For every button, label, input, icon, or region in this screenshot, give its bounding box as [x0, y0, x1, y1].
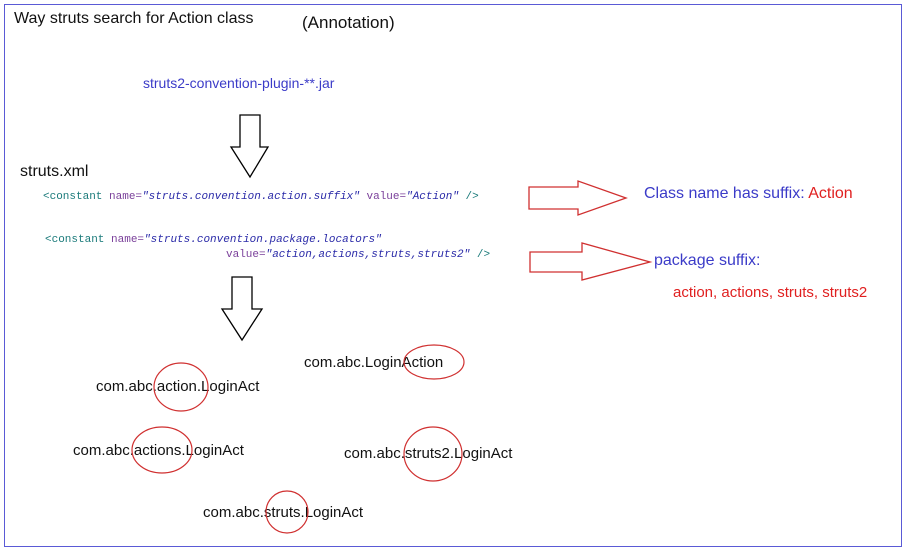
constant-2-tag-open: <constant	[45, 234, 105, 246]
constant-2-name-value: "struts.convention.package.locators"	[144, 234, 382, 246]
constant-line-2b: value="action,actions,struts,struts2" />	[226, 250, 490, 261]
highlight-ellipse-struts	[265, 490, 309, 534]
constant-1-value-attr: value=	[366, 191, 407, 203]
down-arrow-1	[229, 114, 270, 179]
constant-line-2a: <constant name="struts.convention.packag…	[45, 235, 382, 246]
jar-label: struts2-convention-plugin-**.jar	[143, 75, 335, 91]
constant-1-name-value: "struts.convention.action.suffix"	[142, 191, 360, 203]
package-suffix-label: package suffix:	[654, 252, 761, 269]
right-arrow-2	[529, 242, 653, 281]
constant-1-tag-open: <constant	[43, 191, 103, 203]
right-arrow-1	[528, 180, 628, 216]
highlight-ellipse-action	[153, 362, 209, 412]
example-struts2-package: com.abc.struts2.LoginAct	[344, 445, 513, 462]
constant-2-value-attr: value=	[226, 249, 266, 261]
constant-1-value-value: "Action"	[406, 191, 459, 203]
example-actions-package: com.abc.actions.LoginAct	[73, 442, 244, 459]
suffix-note-prefix: Class name has suffix:	[644, 185, 805, 202]
example-action-package: com.abc.action.LoginAct	[96, 378, 260, 395]
example-login-action: com.abc.LoginAction	[304, 354, 444, 371]
constant-line-1: <constant name="struts.convention.action…	[43, 192, 479, 203]
diagram-title: Way struts search for Action class	[14, 10, 254, 27]
diagram-subtitle: (Annotation)	[302, 13, 395, 32]
package-suffix-values: action, actions, struts, struts2	[673, 284, 868, 301]
down-arrow-2	[220, 276, 264, 342]
constant-2-tag-close: />	[476, 249, 491, 261]
suffix-note-value: Action	[808, 185, 853, 202]
highlight-ellipse-action-suffix	[403, 344, 465, 380]
example-struts-package: com.abc.struts.LoginAct	[203, 504, 364, 521]
highlight-ellipse-struts2	[403, 426, 463, 482]
constant-2-value-value: "action,actions,struts,struts2"	[265, 249, 471, 261]
constant-1-name-attr: name=	[109, 191, 143, 203]
highlight-ellipse-actions	[131, 426, 193, 474]
config-file-label: struts.xml	[20, 163, 89, 180]
diagram-frame	[4, 4, 902, 547]
suffix-note: Class name has suffix: Action	[644, 186, 853, 202]
constant-2-name-attr: name=	[111, 234, 145, 246]
constant-1-tag-close: />	[465, 191, 479, 203]
